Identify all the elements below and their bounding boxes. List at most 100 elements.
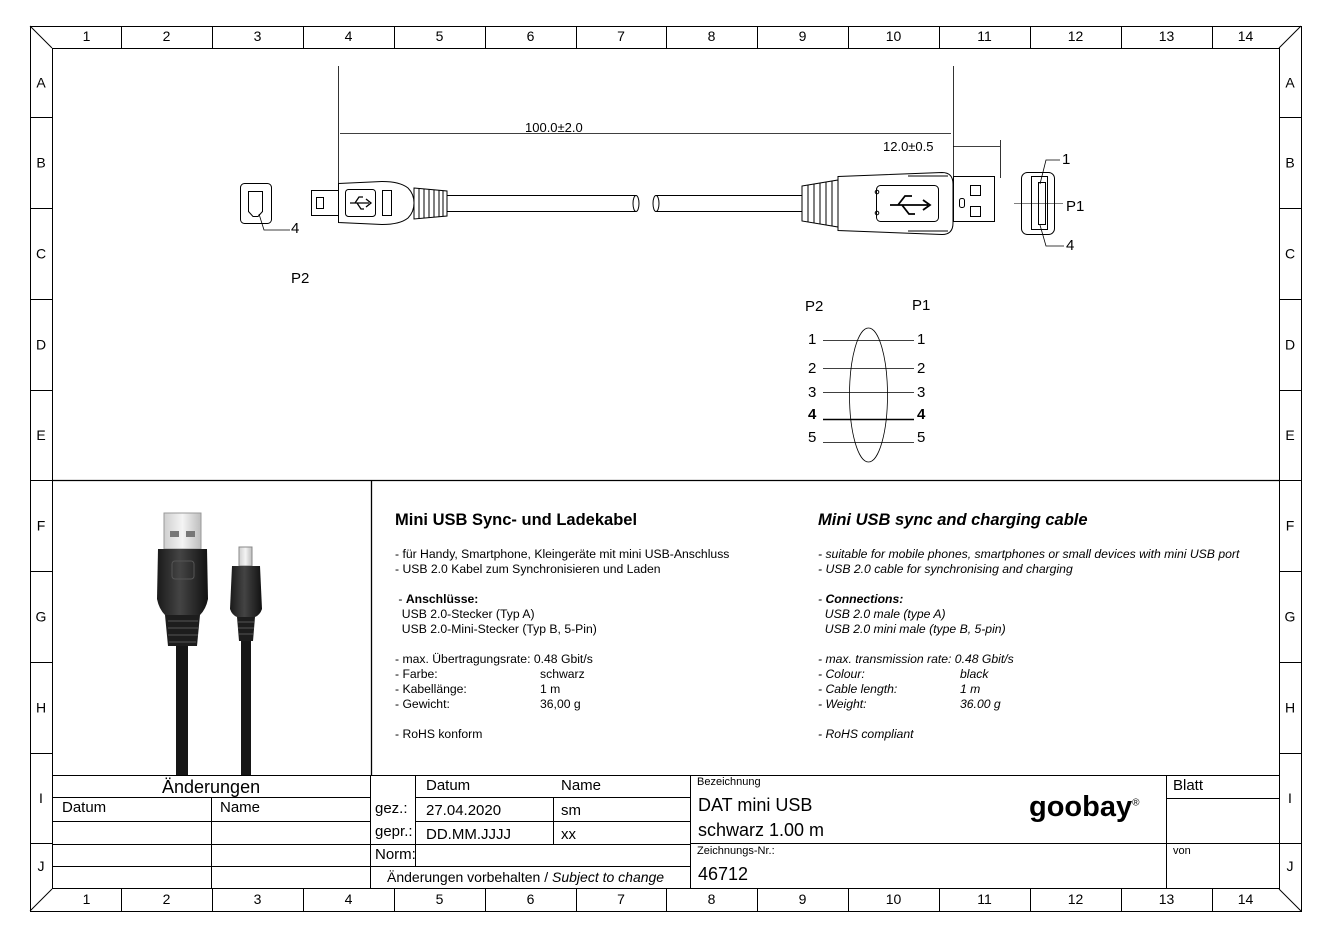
- connection-de-2: USB 2.0-Mini-Stecker (Typ B, 5-Pin): [401, 622, 597, 636]
- row-label: G: [36, 609, 47, 625]
- row-label: H: [36, 700, 46, 716]
- column-label: 4: [345, 891, 353, 907]
- spec-value: schwarz: [540, 667, 585, 681]
- column-label: 7: [617, 28, 625, 44]
- column-label: 12: [1068, 891, 1084, 907]
- p2-pin-4-label: 4: [291, 220, 300, 237]
- drawn-col-date: Datum: [426, 777, 471, 794]
- connections-label-en: Connections:: [825, 592, 904, 606]
- p2-label: P2: [291, 270, 310, 287]
- drawn-date: 27.04.2020: [426, 802, 502, 819]
- spec-label: - Cable length:: [818, 682, 898, 696]
- spec-row: - max. transmission rate: 0.48 Gbit/s: [818, 652, 1239, 667]
- spec-value: 1 m: [540, 682, 561, 696]
- designation-line-2: schwarz 1.00 m: [698, 820, 825, 840]
- spec-row: - max. Übertragungsrate: 0.48 Gbit/s: [395, 652, 729, 667]
- product-photo: [157, 512, 262, 775]
- norm-label: Norm:: [375, 846, 416, 863]
- of-label: von: [1173, 845, 1191, 857]
- column-label: 6: [527, 891, 535, 907]
- spec-row: - Kabellänge: 1 m: [395, 682, 729, 697]
- changes-col-date: Datum: [62, 799, 107, 816]
- row-label: A: [36, 75, 46, 91]
- spec-row: - Farbe: schwarz: [395, 667, 729, 682]
- specs-de: - max. Übertragungsrate: 0.48 Gbit/s- Fa…: [395, 652, 729, 712]
- column-label: 4: [345, 28, 353, 44]
- row-label: C: [36, 246, 46, 262]
- dimension-plug: 12.0±0.5: [883, 139, 934, 154]
- rohs-de: - RoHS konform: [395, 727, 483, 741]
- column-label: 3: [254, 28, 262, 44]
- drawn-col-name: Name: [561, 777, 602, 794]
- connection-en-1: USB 2.0 male (type A): [824, 607, 946, 621]
- column-label: 8: [708, 28, 716, 44]
- dimension-length: 100.0±2.0: [525, 120, 583, 135]
- column-label: 13: [1159, 891, 1175, 907]
- brand-logo: goobay®: [1029, 793, 1140, 822]
- spec-label: - Kabellänge:: [395, 682, 467, 696]
- column-label: 12: [1068, 28, 1084, 44]
- wiring-pin-left: 1: [808, 331, 817, 348]
- brand-name: goobay: [1029, 791, 1133, 823]
- drawn-name: sm: [561, 802, 581, 819]
- wiring-pin-right: 2: [917, 360, 926, 377]
- row-label: H: [1285, 700, 1295, 716]
- changes-col-name: Name: [220, 799, 261, 816]
- connection-de-1: USB 2.0-Stecker (Typ A): [401, 607, 535, 621]
- row-label: I: [39, 790, 43, 806]
- column-label: 3: [254, 891, 262, 907]
- spec-label: - Gewicht:: [395, 697, 450, 711]
- bullet-de-1: - für Handy, Smartphone, Kleingeräte mit…: [395, 547, 730, 561]
- designation-label: Bezeichnung: [697, 776, 761, 788]
- checked-label: gepr.:: [375, 823, 413, 840]
- column-label: 10: [886, 891, 902, 907]
- spec-label: - max. transmission rate: 0.48 Gbit/s: [818, 652, 1014, 666]
- spec-row: - Cable length: 1 m: [818, 682, 1239, 697]
- wiring-pin-right: 3: [917, 384, 926, 401]
- changes-header: Änderungen: [162, 777, 261, 797]
- drawing-no-label: Zeichnungs-Nr.:: [697, 845, 775, 857]
- spec-value: 1 m: [960, 682, 981, 696]
- spec-row: - Colour:black: [818, 667, 1239, 682]
- rohs-en: - RoHS compliant: [818, 727, 914, 741]
- description-title-en: Mini USB sync and charging cable: [818, 511, 1088, 529]
- specs-en: - max. transmission rate: 0.48 Gbit/s- C…: [818, 652, 1239, 712]
- cable-drawing: [240, 66, 1064, 463]
- wiring-right-label: P1: [912, 297, 931, 314]
- row-label: E: [36, 427, 45, 443]
- bullet-en-2: - USB 2.0 cable for synchronising and ch…: [818, 562, 1073, 576]
- spec-row: - Weight:36.00 g: [818, 697, 1239, 712]
- row-label: J: [38, 858, 45, 874]
- subject-de: Änderungen vorbehalten /: [387, 869, 549, 885]
- wiring-pin-left: 5: [808, 429, 817, 446]
- wiring-pin-right: 5: [917, 429, 926, 446]
- row-label: F: [1286, 518, 1295, 534]
- row-label: G: [1285, 609, 1296, 625]
- wiring-left-label: P2: [805, 298, 824, 315]
- row-label: E: [1285, 427, 1294, 443]
- column-label: 1: [83, 891, 91, 907]
- p1-pin-4-label: 4: [1066, 237, 1075, 254]
- column-label: 11: [977, 891, 992, 907]
- spec-label: - Farbe:: [395, 667, 438, 681]
- row-label: D: [36, 337, 46, 353]
- spec-row: - Gewicht:36,00 g: [395, 697, 729, 712]
- designation-line-1: DAT mini USB: [698, 795, 813, 815]
- connections-label-de: Anschlüsse:: [405, 592, 479, 606]
- column-label: 10: [886, 28, 902, 44]
- wiring-pin-left: 4: [808, 406, 817, 423]
- spec-label: - max. Übertragungsrate: 0.48 Gbit/s: [395, 652, 593, 666]
- column-label: 6: [527, 28, 535, 44]
- subject-to-change: Änderungen vorbehalten / Subject to chan…: [387, 870, 664, 884]
- column-label: 14: [1238, 28, 1254, 44]
- column-label: 9: [799, 28, 807, 44]
- row-label: C: [1285, 246, 1295, 262]
- column-label: 2: [163, 28, 171, 44]
- description-de: - für Handy, Smartphone, Kleingeräte mit…: [395, 547, 730, 741]
- column-label: 7: [617, 891, 625, 907]
- wiring-pin-right: 4: [917, 406, 926, 423]
- row-label: J: [1287, 858, 1294, 874]
- inner-frame: [52, 48, 1280, 889]
- spec-label: - Weight:: [818, 697, 867, 711]
